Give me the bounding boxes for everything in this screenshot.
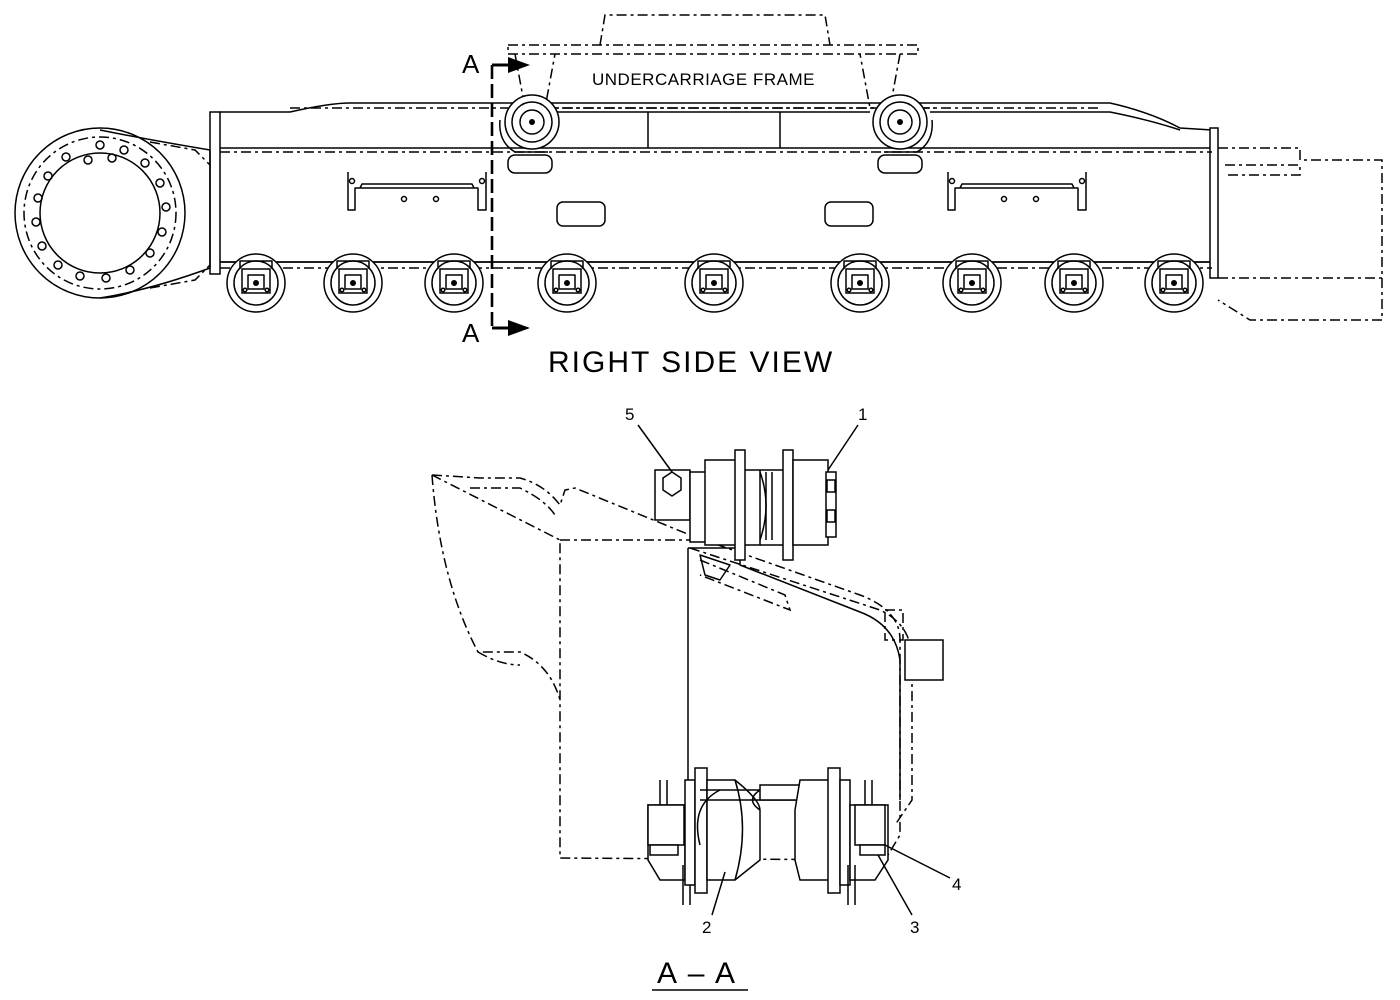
section-line-a <box>490 57 530 336</box>
callout-3: 3 <box>910 918 919 937</box>
carrier-roller <box>499 94 560 174</box>
section-marker-top: A <box>462 49 480 79</box>
idler-bolt-circle <box>31 140 171 283</box>
section-marker-bottom: A <box>462 318 480 348</box>
callout-2: 2 <box>702 918 711 937</box>
track-guard <box>947 172 1087 211</box>
track-roller <box>1044 253 1104 313</box>
track-frame <box>209 102 1219 279</box>
track-rollers <box>226 253 1204 313</box>
track-roller-section <box>647 767 889 905</box>
callout-1: 1 <box>858 405 867 424</box>
carrier-roller-section <box>654 449 837 561</box>
track-roller <box>684 253 744 313</box>
front-idler <box>14 127 211 299</box>
undercarriage-frame-label: UNDERCARRIAGE FRAME <box>592 70 815 89</box>
track-roller <box>1144 253 1204 313</box>
track-roller <box>942 253 1002 313</box>
undercarriage-frame-outline <box>507 14 935 109</box>
callout-5: 5 <box>625 405 634 424</box>
section-a-a-title: A – A <box>657 957 737 990</box>
right-side-view-title: RIGHT SIDE VIEW <box>548 346 834 379</box>
section-a-a-view: 1 5 2 3 4 A – A <box>431 405 961 991</box>
access-cover <box>824 201 874 227</box>
carrier-roller <box>872 94 933 174</box>
access-cover <box>556 201 606 227</box>
frame-section-outline <box>431 474 913 861</box>
track-roller <box>424 253 484 313</box>
track-roller <box>537 253 597 313</box>
track-roller <box>226 253 286 313</box>
callout-4: 4 <box>952 875 961 894</box>
rear-extension <box>1217 147 1383 321</box>
track-roller <box>323 253 383 313</box>
right-side-view: A A UNDERCARRIAGE FRAME RIGHT SIDE VIEW <box>14 14 1383 379</box>
callout-leaders <box>637 424 951 916</box>
track-roller <box>830 253 890 313</box>
track-guard <box>347 172 487 211</box>
